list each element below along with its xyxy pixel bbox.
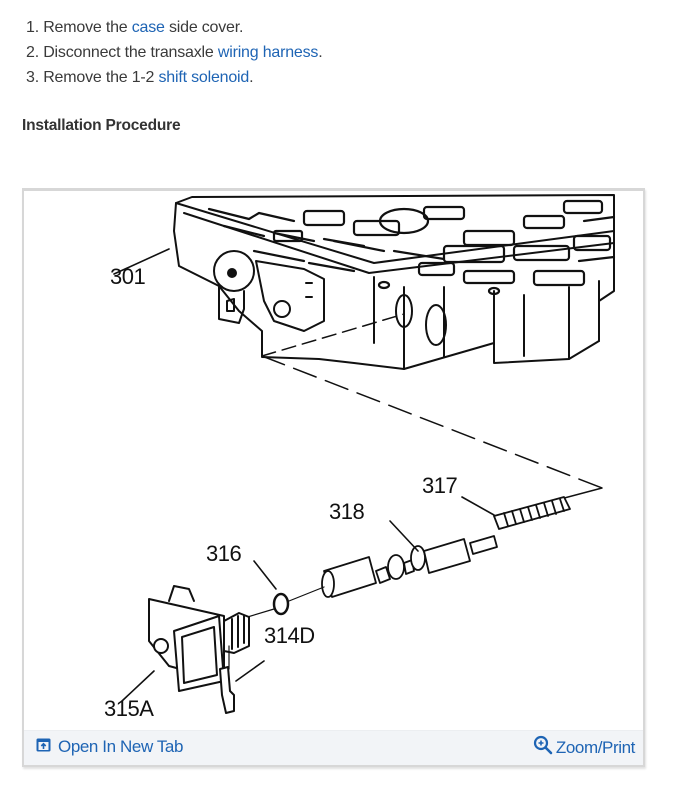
solenoid-diagram[interactable]: 301 317 318 316 314D 315A	[24, 191, 643, 731]
step-text: .	[249, 69, 254, 86]
callout-301: 301	[110, 264, 146, 289]
step-item: 3. Remove the 1-2 shift solenoid.	[26, 65, 322, 90]
callout-316: 316	[206, 541, 242, 566]
step-number: 3.	[26, 69, 39, 86]
wiring-harness-link[interactable]: wiring harness	[217, 44, 319, 61]
zoom-in-icon	[533, 735, 553, 760]
callout-314d: 314D	[264, 623, 315, 648]
open-new-tab-icon	[36, 737, 51, 757]
step-number: 1.	[26, 19, 39, 36]
step-item: 1. Remove the case side cover.	[26, 15, 322, 40]
step-item: 2. Disconnect the transaxle wiring harne…	[26, 40, 323, 65]
step-text: side cover.	[164, 19, 244, 36]
step-text: Remove the	[43, 19, 132, 36]
callout-318: 318	[329, 499, 365, 524]
case-link[interactable]: case	[131, 19, 165, 36]
step-number: 2.	[26, 44, 39, 61]
removal-steps-list: 1. Remove the case side cover. 2. Discon…	[26, 15, 323, 90]
step-text: .	[318, 44, 323, 61]
diagram-illustration	[113, 194, 616, 714]
section-title: Installation Procedure	[22, 117, 181, 134]
open-in-new-tab-button[interactable]: Open In New Tab	[36, 737, 183, 757]
figure-footer: Open In New Tab Zoom/Print	[24, 730, 643, 765]
zoom-print-label: Zoom/Print	[555, 737, 636, 757]
figure-card: 301 317 318 316 314D 315A Open In New Ta…	[22, 188, 645, 767]
zoom-print-button[interactable]: Zoom/Print	[533, 735, 635, 760]
callout-315a: 315A	[104, 696, 154, 721]
shift-solenoid-link[interactable]: shift solenoid	[158, 69, 250, 86]
open-in-new-tab-label: Open In New Tab	[58, 737, 184, 756]
step-text: Remove the 1-2	[43, 69, 159, 86]
step-text: Disconnect the transaxle	[43, 44, 218, 61]
callout-317: 317	[422, 473, 458, 498]
